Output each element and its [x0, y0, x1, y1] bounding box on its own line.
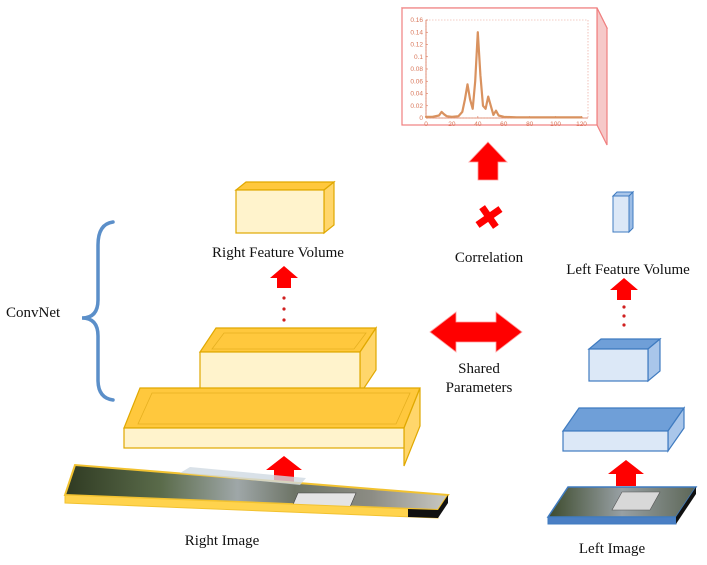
up-arrow-right-top: [270, 266, 298, 288]
left-feature-volume-label: Left Feature Volume: [566, 262, 690, 278]
right-image-label: Right Image: [185, 533, 260, 549]
right-image-side: [438, 495, 448, 518]
chart-y-tick-label: 0.1: [414, 54, 423, 61]
right-image-side-strip: [408, 509, 438, 518]
right-feature-volume-side: [323, 180, 335, 235]
chart-x-tick-label: 0: [424, 121, 428, 128]
dot-left-2: [622, 314, 626, 318]
right-feature-volume-label: Right Feature Volume: [212, 245, 344, 261]
correlation-label: Correlation: [455, 250, 524, 266]
left-feature-volume: [611, 190, 635, 234]
shared-parameters-arrow: [429, 311, 523, 353]
dot-right-3: [282, 318, 286, 322]
chart-y-tick-label: 0.06: [410, 78, 423, 85]
chart-plot-area: 0 0.02 0.04 0.06 0.08 0.1 0.12 0.14 0.16 0 20 40 60 8…: [410, 17, 589, 128]
dot-left-1: [622, 305, 626, 309]
right-bottom-volume-side: [403, 387, 421, 467]
chart-y-tick-label: 0.16: [410, 17, 423, 24]
dot-left-3: [622, 323, 626, 327]
right-bottom-volume-face: [123, 427, 405, 449]
right-bottom-volume: [123, 387, 421, 467]
chart-x-tick-label: 20: [448, 121, 456, 128]
right-image-sky: [180, 467, 306, 485]
right-feature-volume-face: [235, 189, 325, 234]
left-mid-volume-face: [588, 348, 649, 382]
dots-left: [622, 305, 626, 327]
chart-y-tick-label: 0.12: [410, 42, 423, 49]
chart-x-tick-label: 60: [500, 121, 508, 128]
convnet-label: ConvNet: [6, 305, 61, 321]
double-arrow: [429, 311, 523, 353]
left-feature-volume-face: [612, 195, 630, 233]
right-image-slab: [63, 463, 450, 519]
chart-x-tick-label: 120: [576, 121, 587, 128]
up-arrow-left-image: [608, 460, 644, 486]
left-image-side: [676, 487, 696, 524]
dot-right-2: [282, 307, 286, 311]
chart-y-tick-label: 0.02: [410, 103, 423, 110]
up-arrow-left-top: [610, 278, 638, 300]
up-arrow-chart: [468, 141, 508, 181]
chart-x-tick-label: 80: [526, 121, 534, 128]
chart-y-tick-label: 0: [419, 115, 423, 122]
right-mid-volume-face: [199, 351, 361, 395]
chart-series-line: [424, 31, 583, 119]
right-feature-volume-top: [234, 181, 336, 191]
arrow-to-chart: [468, 141, 508, 181]
left-image-edge: [547, 516, 677, 525]
left-image-label: Left Image: [579, 541, 646, 557]
right-mid-volume: [198, 326, 378, 396]
chart-y-tick-label: 0.14: [410, 29, 423, 36]
chart-x-tick-label: 100: [550, 121, 561, 128]
shared-label-line1: Shared: [458, 361, 500, 377]
chart-frame-side: [596, 7, 608, 146]
chart-frame-face: [401, 7, 598, 126]
cross-bar-vertical: [479, 205, 499, 229]
left-bottom-volume: [561, 406, 686, 453]
left-bottom-volume-face: [562, 430, 669, 452]
left-image-sign: [611, 491, 661, 511]
left-bottom-volume-top: [561, 407, 686, 432]
right-mid-volume-top: [198, 327, 378, 353]
correlation-chart: 0 0.02 0.04 0.06 0.08 0.1 0.12 0.14 0.16 0 20 40 60 8…: [401, 7, 608, 146]
chart-y-tick-label: 0.08: [410, 66, 423, 73]
dots-right: [282, 296, 286, 322]
dot-right-1: [282, 296, 286, 300]
shared-label-line2: Parameters: [446, 380, 513, 396]
right-bottom-volume-top: [123, 387, 421, 429]
right-mid-volume-inner: [211, 332, 367, 350]
left-image-slab: [546, 486, 698, 525]
chart-y-tick-label: 0.04: [410, 91, 423, 98]
chart-x-tick-label: 40: [474, 121, 482, 128]
right-feature-volume: [234, 180, 336, 235]
left-feature-volume-side: [628, 190, 634, 234]
left-mid-volume: [587, 337, 662, 383]
right-bottom-volume-inner: [137, 392, 411, 425]
correlation-symbol: [475, 205, 503, 229]
convnet-brace: [81, 220, 115, 402]
